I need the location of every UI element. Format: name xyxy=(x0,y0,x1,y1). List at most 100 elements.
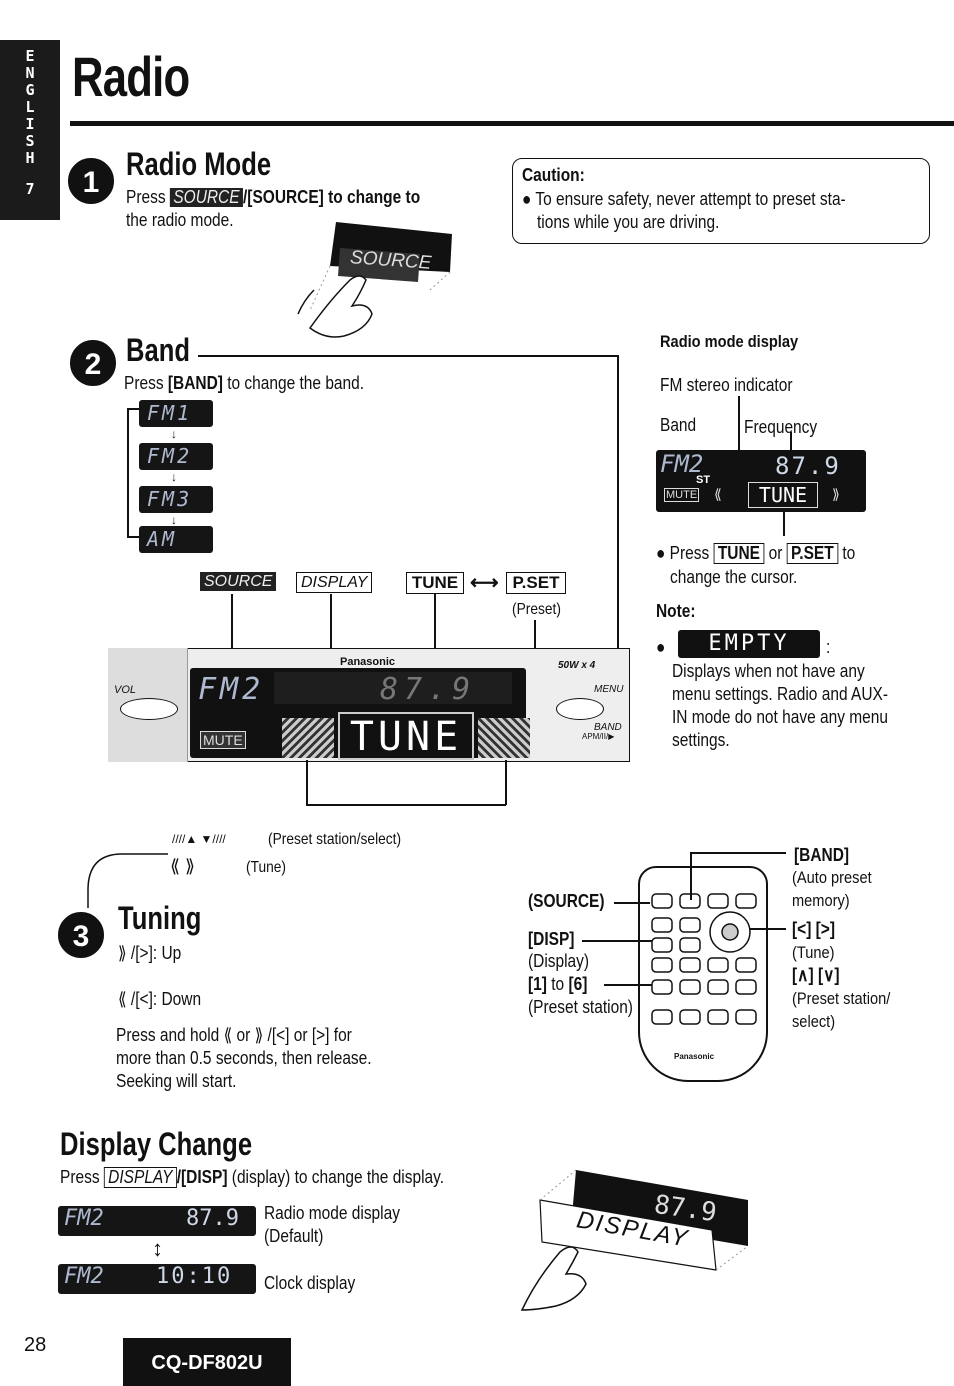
clock-display-label: Clock display xyxy=(264,1273,356,1293)
page-title: Radio xyxy=(72,45,190,108)
remote-source-label: (SOURCE) xyxy=(528,891,605,911)
note-colon: : xyxy=(826,637,831,657)
band-lcd-fm1: FM1 xyxy=(139,400,213,427)
remote-lr-label: [<] [>] xyxy=(792,919,836,939)
vol-button[interactable] xyxy=(120,698,178,720)
chevron-pointer-right xyxy=(505,760,507,805)
band-button-label: BAND xyxy=(594,722,622,733)
radio-mode-lcd-freq: 87.9 xyxy=(186,1206,239,1231)
display-button-illustration xyxy=(520,1169,749,1311)
tuning-connector xyxy=(87,853,168,908)
remote-buttons xyxy=(651,893,757,1025)
empty-lcd: EMPTY xyxy=(678,630,820,658)
panel-source-key: SOURCE xyxy=(200,572,277,591)
panel-mute: MUTE xyxy=(200,731,246,749)
tuning-hold-3: Seeking will start. xyxy=(116,1071,237,1091)
remote-brand: Panasonic xyxy=(674,1052,715,1061)
step-number-1: 1 xyxy=(68,158,114,204)
remote-num-label: [1] to [6] xyxy=(528,974,588,994)
note-line-1: Displays when not have any xyxy=(672,661,865,681)
remote-lr-sub: (Tune) xyxy=(792,943,835,962)
display-pointer xyxy=(330,594,332,664)
remote-num-sub: (Preset station) xyxy=(528,997,633,1017)
double-arrow: ⟷ xyxy=(470,572,499,594)
display-change-text: Press DISPLAY/[DISP] (display) to change… xyxy=(60,1167,445,1188)
rmd-lcd-band: FM2 xyxy=(660,450,704,478)
tab-letter: I xyxy=(25,115,35,133)
radio-mode-display-label: Radio mode display xyxy=(264,1203,400,1223)
tuning-heading: Tuning xyxy=(118,900,202,936)
band-remote-pointer-v xyxy=(690,852,692,900)
band-remote-pointer-h xyxy=(690,852,786,854)
band-text: Press [BAND] to change the band. xyxy=(124,373,365,393)
panel-right-chevrons xyxy=(478,718,530,758)
menu-label: MENU xyxy=(594,684,624,695)
panel-left-chevrons xyxy=(282,718,334,758)
rmd-st: ST xyxy=(696,474,711,486)
tuning-hold-1: Press and hold ⟪ or ⟫ /[<] or [>] for xyxy=(116,1025,352,1045)
preset-station-select-label: (Preset station/select) xyxy=(268,831,402,848)
tab-letter: H xyxy=(25,149,35,167)
rmd-chevron-right: ⟫ xyxy=(832,486,840,502)
model-number: CQ-DF802U xyxy=(123,1338,291,1386)
band-button-sub: APM/II/▶ xyxy=(582,732,615,741)
tuning-hold-2: more than 0.5 seconds, then release. xyxy=(116,1048,372,1068)
title-rule xyxy=(70,121,954,126)
caution-box xyxy=(512,158,930,244)
chevron-pointer-left xyxy=(306,760,308,805)
band-cycle-line xyxy=(127,408,129,536)
rmd-change-cursor: change the cursor. xyxy=(670,567,798,587)
radio-mode-default-label: (Default) xyxy=(264,1226,324,1246)
rmd-band: Band xyxy=(660,415,697,435)
panel-lcd-freq: 87.9 xyxy=(380,672,477,707)
clock-lcd-time: 10:10 xyxy=(156,1264,233,1289)
band-arrow-2: ↓ xyxy=(171,470,177,484)
rmd-press-line: ● Press TUNE or P.SET to xyxy=(656,543,856,564)
band-cycle-line-top xyxy=(127,408,139,410)
radio-mode-text-1: Press SOURCE/[SOURCE] to change to xyxy=(126,187,421,207)
display-change-heading: Display Change xyxy=(60,1126,253,1162)
step-number-3: 3 xyxy=(58,912,104,958)
pset-pointer xyxy=(534,620,536,650)
remote-ud-sub-2: select) xyxy=(792,1012,836,1031)
band-heading: Band xyxy=(126,332,190,368)
band-lcd-fm2: FM2 xyxy=(139,443,213,470)
rmd-heading: Radio mode display xyxy=(660,332,799,351)
language-tab: E N G L I S H 7 xyxy=(0,40,60,220)
panel-tune-display: TUNE xyxy=(338,712,474,760)
note-heading: Note: xyxy=(656,601,696,621)
updown-arrow-icon: ↕ xyxy=(152,1236,163,1261)
remote-band-sub-1: (Auto preset xyxy=(792,868,872,887)
menu-button[interactable] xyxy=(556,698,604,720)
rmd-frequency: Frequency xyxy=(744,417,818,437)
tab-letter: G xyxy=(25,81,35,99)
band-cycle-line-bottom xyxy=(127,536,139,538)
frequency-pointer xyxy=(790,432,792,454)
tuning-down: ⟪ /[<]: Down xyxy=(118,989,202,1009)
source-key: SOURCE xyxy=(169,188,244,207)
lr-remote-pointer xyxy=(750,928,786,930)
note-bullet: ● xyxy=(656,637,666,657)
panel-lcd-band: FM2 xyxy=(198,672,265,707)
fm-stereo-pointer xyxy=(738,396,740,480)
rmd-chevron-left: ⟪ xyxy=(714,486,722,502)
panel-brand: Panasonic xyxy=(340,656,396,668)
chevron-left-icon: ⟪ xyxy=(223,1025,233,1045)
panel-preset-label: (Preset) xyxy=(512,601,561,618)
remote-disp-sub: (Display) xyxy=(528,951,590,971)
num-remote-pointer xyxy=(604,984,652,986)
tune-chevrons-icon: ⟪ ⟫ xyxy=(170,856,196,876)
panel-pset-key: P.SET xyxy=(506,572,566,594)
remote-ud-sub-1: (Preset station/ xyxy=(792,989,891,1008)
band-rule xyxy=(198,355,618,357)
rmd-mute: MUTE xyxy=(664,488,700,502)
rmd-tune: TUNE xyxy=(748,482,818,508)
chevron-left-icon: ⟪ xyxy=(118,989,127,1009)
page-number: 28 xyxy=(24,1334,47,1356)
tab-letter: N xyxy=(25,64,35,82)
band-arrow-1: ↓ xyxy=(171,427,177,441)
radio-mode-lcd xyxy=(58,1206,256,1236)
remote-band-sub-2: memory) xyxy=(792,891,850,910)
remote-ud-label: [∧] [∨] xyxy=(792,965,840,985)
note-line-2: menu settings. Radio and AUX- xyxy=(672,684,888,704)
